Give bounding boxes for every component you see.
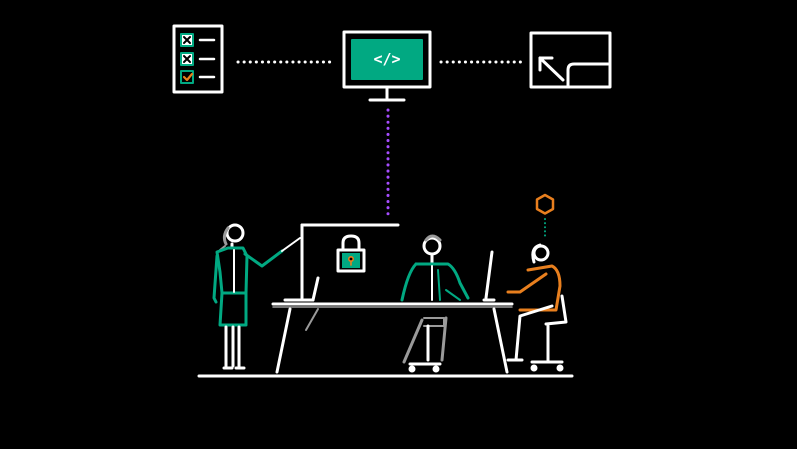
checklist-item xyxy=(180,52,216,66)
seated-person-middle xyxy=(400,234,470,373)
presentation-screen xyxy=(300,223,400,300)
code-monitor-icon xyxy=(342,30,432,102)
conference-table xyxy=(271,302,514,374)
checklist-item xyxy=(180,70,216,84)
checklist-item xyxy=(180,33,216,47)
code-symbol-text: </> xyxy=(373,50,401,68)
expand-arrow-icon xyxy=(529,31,612,89)
checklist-icon xyxy=(172,24,224,94)
hexagon-icon xyxy=(535,193,555,237)
desk-monitor xyxy=(482,250,496,302)
seated-person-right xyxy=(506,243,568,372)
presenter-figure xyxy=(212,223,301,370)
laptop xyxy=(283,276,320,302)
lock-icon xyxy=(336,234,366,273)
